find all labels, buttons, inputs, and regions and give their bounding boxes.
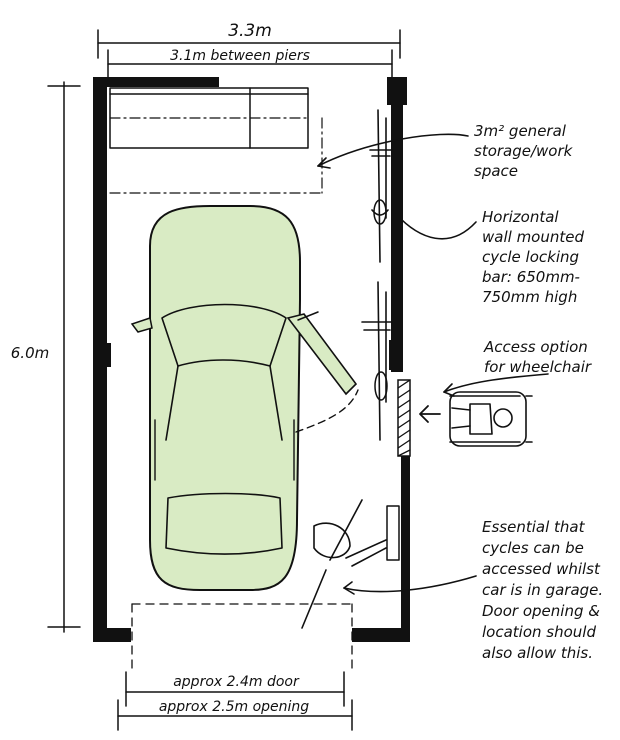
- door-opening: [131, 603, 353, 671]
- essential-note-line-1: Essential that: [482, 518, 586, 536]
- opening-width-label: approx 2.5m opening: [159, 699, 309, 715]
- cycle-note-line-5: 750mm high: [482, 288, 577, 306]
- door-dimension: approx 2.4m door: [125, 671, 345, 707]
- right-wall-pier: [389, 340, 399, 370]
- right-pier: [387, 77, 407, 105]
- storage-area: [109, 87, 323, 194]
- annotation-arrows: [317, 133, 549, 595]
- essential-annotation: Essential that cycles can be accessed wh…: [482, 518, 603, 662]
- car: [130, 205, 359, 591]
- length-label: 6.0m: [11, 344, 49, 362]
- wheelchair-entry-arrow: [419, 405, 441, 423]
- front-wall-left: [93, 628, 131, 642]
- floor-bicycle: [301, 499, 400, 629]
- storage-note-line-2: storage/work: [474, 142, 574, 160]
- opening-dimension: approx 2.5m opening: [117, 699, 353, 731]
- wall-bicycle-upper: [369, 109, 393, 263]
- essential-note-line-4: car is in garage.: [482, 581, 603, 599]
- essential-note-line-3: accessed whilst: [482, 560, 601, 578]
- cycle-note-line-4: bar: 650mm-: [482, 268, 580, 286]
- left-mirror: [130, 317, 153, 333]
- open-car-door: [286, 313, 358, 396]
- cycle-note-line-3: cycle locking: [482, 248, 579, 266]
- essential-note-line-2: cycles can be: [482, 539, 584, 557]
- right-wall-upper: [391, 77, 403, 372]
- door-width-label: approx 2.4m door: [173, 674, 300, 690]
- wheelchair-annotation: Access option for wheelchair: [483, 338, 592, 376]
- front-wall-right: [352, 628, 410, 642]
- wheelchair-note-line-2: for wheelchair: [484, 358, 592, 376]
- essential-note-line-7: also allow this.: [482, 644, 593, 662]
- storage-note-line-3: space: [474, 162, 518, 180]
- between-piers-label: 3.1m between piers: [170, 48, 310, 64]
- between-piers-dimension: 3.1m between piers: [107, 48, 393, 79]
- storage-annotation: 3m² general storage/work space: [474, 122, 574, 180]
- garage-walls: [93, 77, 410, 642]
- essential-note-line-5: Door opening &: [482, 602, 600, 620]
- cycle-bar-annotation: Horizontal wall mounted cycle locking ba…: [482, 208, 584, 306]
- wheelchair-note-line-1: Access option: [483, 338, 588, 356]
- cycle-note-line-1: Horizontal: [482, 208, 559, 226]
- left-wall: [93, 77, 107, 642]
- left-wall-pier: [103, 343, 111, 367]
- storage-note-line-1: 3m² general: [474, 122, 567, 140]
- car-body: [149, 205, 301, 591]
- overall-width-dimension: 3.3m: [97, 21, 401, 59]
- essential-note-line-6: location should: [482, 623, 596, 641]
- cycle-note-line-2: wall mounted: [482, 228, 584, 246]
- overall-width-label: 3.3m: [228, 21, 272, 41]
- wall-bicycle-lower: [361, 281, 393, 441]
- length-dimension: 6.0m: [11, 81, 81, 633]
- right-wall-lower: [401, 456, 410, 642]
- rear-wall: [93, 77, 219, 87]
- wheelchair-access-opening: [397, 379, 411, 457]
- wheelchair: [419, 391, 533, 447]
